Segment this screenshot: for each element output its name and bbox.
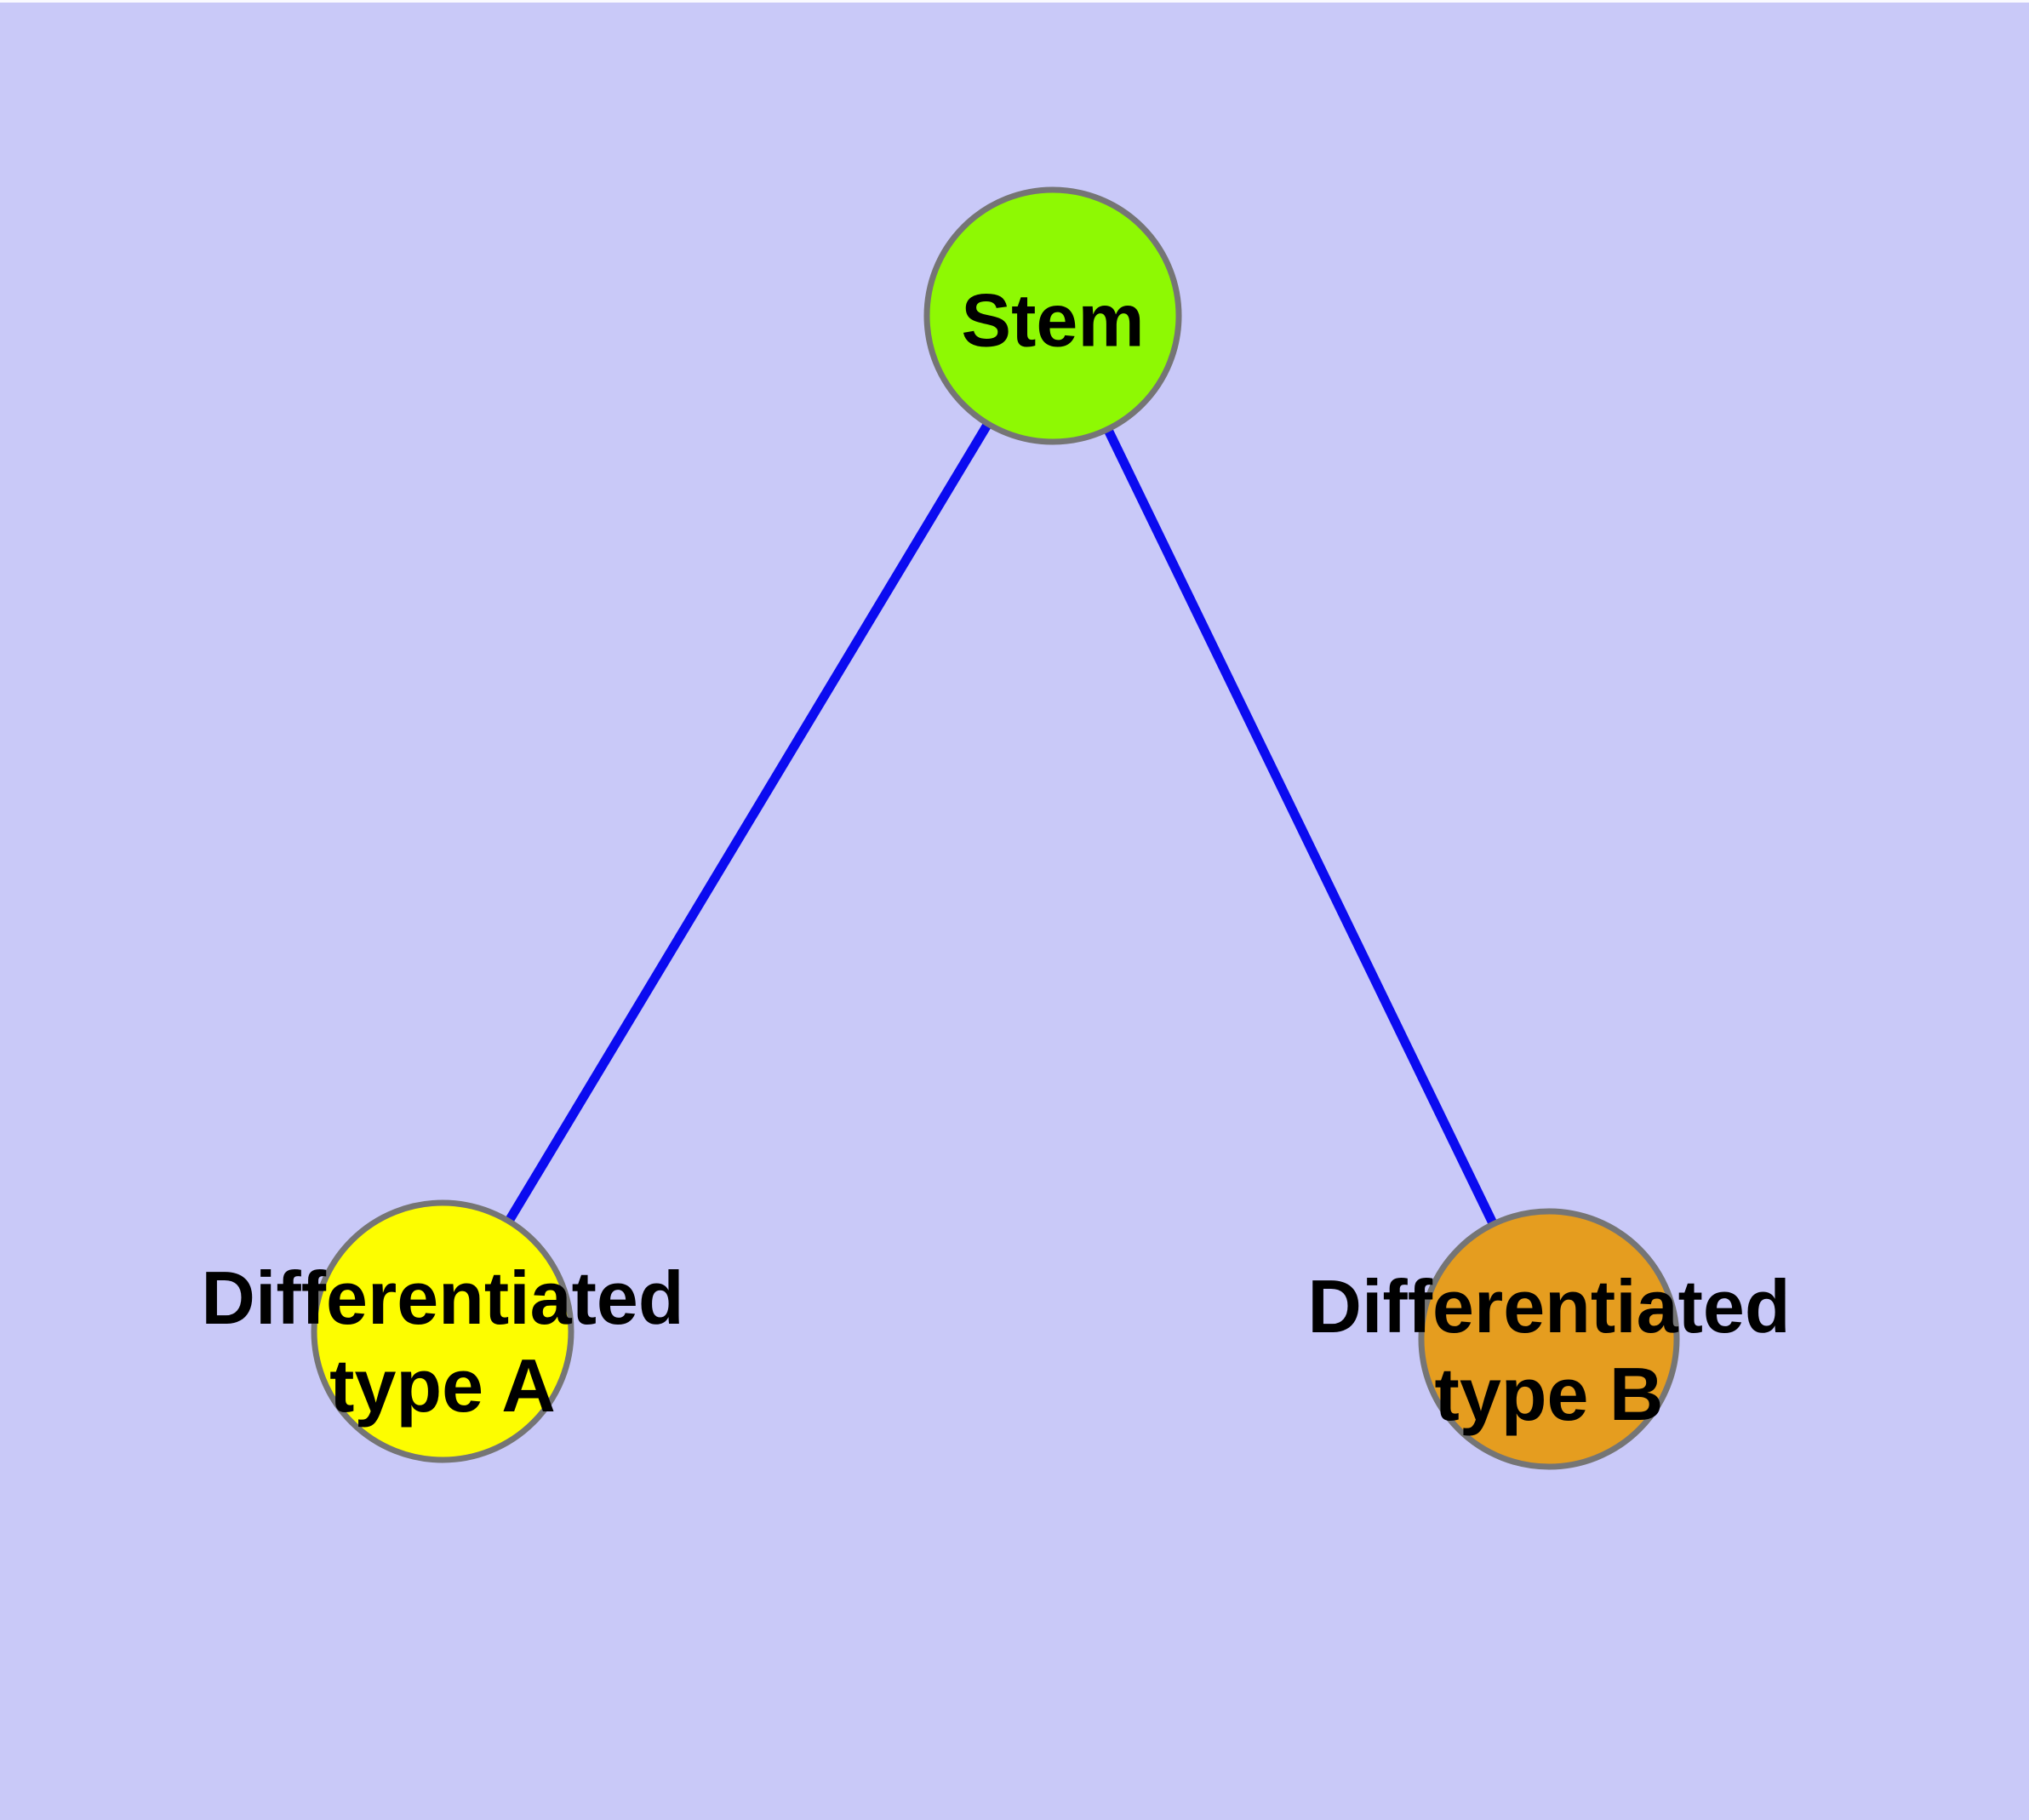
top-edge-highlight [0,0,2029,3]
node-differentiated-type-b-circle [1418,1208,1680,1470]
node-differentiated-type-a-circle [311,1199,574,1463]
node-stem-circle [923,186,1182,445]
edge-stem-to-type-a [438,313,1057,1334]
edge-stem-to-type-b [1049,313,1553,1342]
